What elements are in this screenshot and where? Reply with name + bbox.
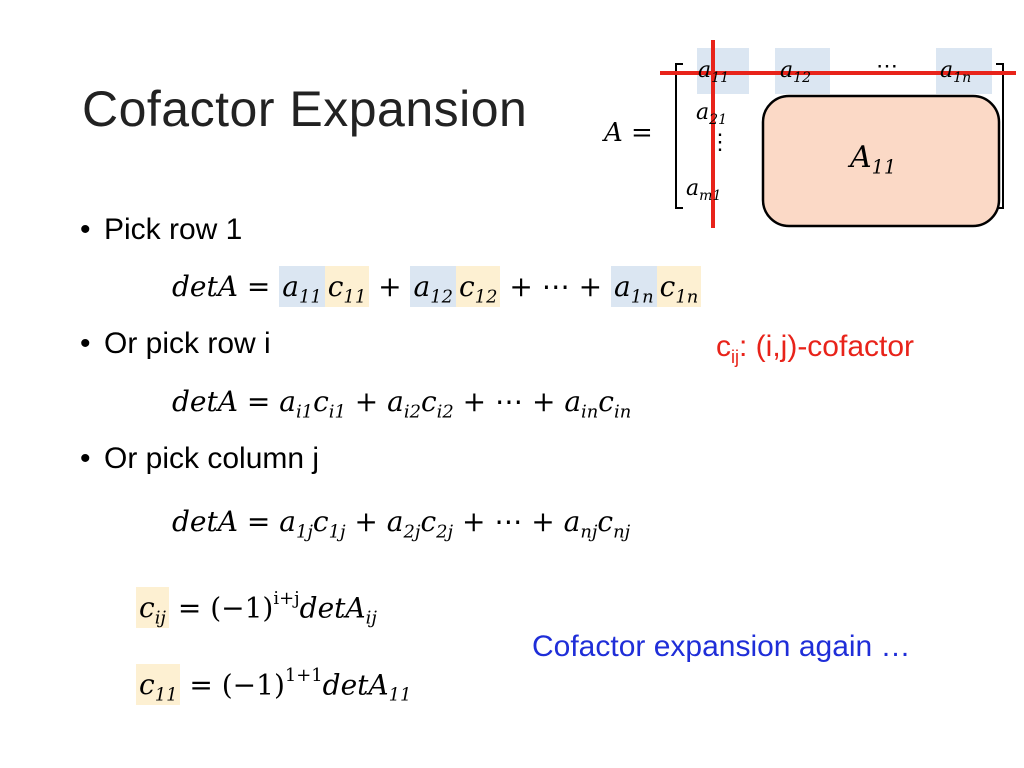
- slide-title: Cofactor Expansion: [82, 81, 528, 137]
- bullet-text: Pick row 1: [104, 213, 243, 246]
- matrix-a12: a12: [780, 58, 812, 86]
- formula-lhs: detA: [172, 385, 238, 418]
- term-a1n: a1n: [611, 266, 657, 307]
- matrix-lhs: A =: [604, 118, 653, 148]
- matrix-hdots: ⋯: [876, 54, 898, 79]
- bullet-pick-column-j: • Or pick column j: [80, 442, 319, 476]
- formula-c11: c11 = (−1)1+1detA11: [136, 664, 411, 706]
- cofactor-again-note: Cofactor expansion again …: [532, 630, 911, 663]
- term-cij: cij: [136, 587, 169, 629]
- term-c11: c11: [324, 266, 370, 307]
- bullet-pick-row-1: • Pick row 1: [80, 213, 242, 247]
- term-c12: c12: [455, 266, 501, 307]
- formula-ellipsis: + ⋯ +: [509, 270, 603, 303]
- term-c11-highlight: c11: [136, 664, 181, 706]
- matrix-am1: am1: [686, 176, 722, 204]
- term-a12: a12: [410, 266, 456, 307]
- bullet-dot: •: [80, 442, 91, 475]
- formula-rhs: = (−1): [189, 668, 285, 702]
- formula-row-i: detA = ai1ci1 + ai2ci2 + ⋯ + aincin: [172, 385, 632, 423]
- term-c1n: c1n: [656, 266, 702, 307]
- formula-lhs: detA: [172, 270, 238, 303]
- matrix-a21: a21: [696, 100, 728, 128]
- left-bracket: [675, 63, 683, 209]
- matrix-a1n: a1n: [940, 58, 972, 86]
- formula-exponent: i+j: [273, 588, 300, 609]
- cofactor-definition-note: cij: (i,j)-cofactor: [716, 330, 915, 367]
- formula-column-j: detA = a1jc1j + a2jc2j + ⋯ + anjcnj: [172, 505, 631, 543]
- bullet-dot: •: [80, 327, 91, 360]
- bullet-pick-row-i: • Or pick row i: [80, 327, 271, 361]
- bullet-text: Or pick row i: [104, 327, 271, 360]
- matrix-vdots: ⋮: [709, 130, 731, 155]
- submatrix-block: [761, 94, 1001, 228]
- formula-rhs: = (−1): [177, 591, 274, 625]
- formula-exponent: 1+1: [284, 665, 323, 686]
- submatrix-label: A11: [850, 140, 897, 179]
- bullet-text: Or pick column j: [104, 442, 320, 475]
- term-a11: a11: [279, 266, 325, 307]
- formula-cij: cij = (−1)i+jdetAij: [136, 587, 377, 629]
- bullet-dot: •: [80, 213, 91, 246]
- right-bracket: [996, 63, 1004, 209]
- formula-lhs: detA: [172, 505, 238, 538]
- matrix-a11: a11: [698, 58, 730, 86]
